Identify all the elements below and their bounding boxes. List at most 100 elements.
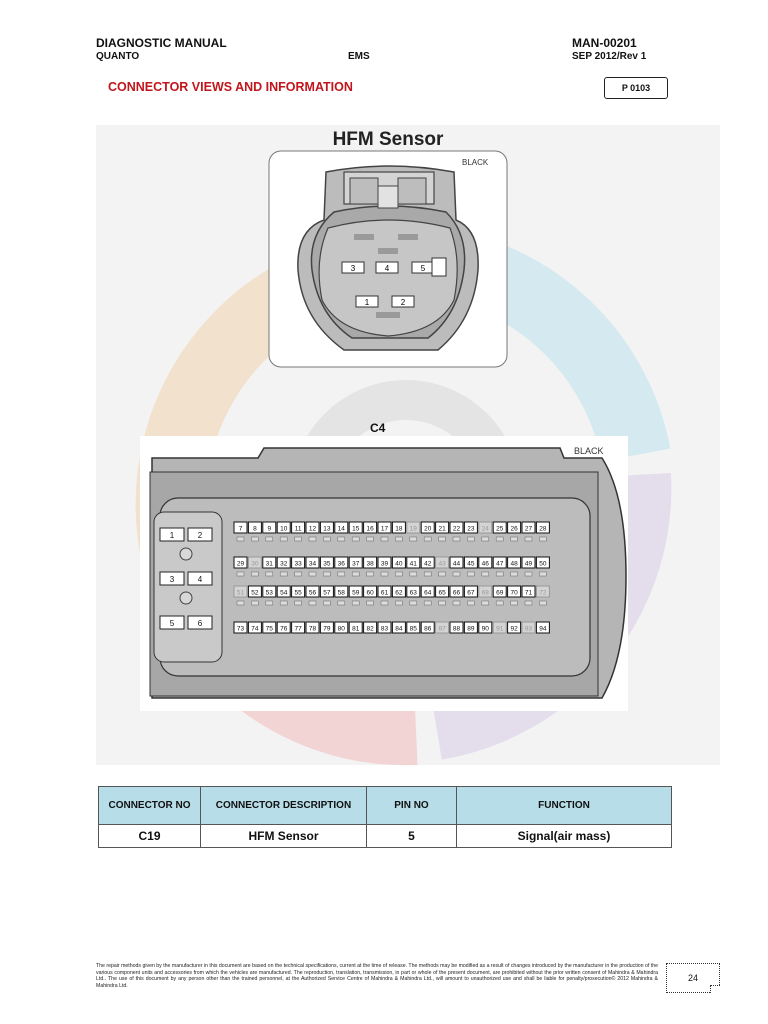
- svg-text:48: 48: [510, 561, 518, 568]
- c4-pin-40: 40: [391, 556, 406, 569]
- c4-pin-8: 8: [247, 521, 262, 534]
- svg-text:36: 36: [338, 561, 346, 568]
- c4-latch-slot: [366, 600, 374, 606]
- c4-latch-slot: [539, 571, 547, 577]
- svg-text:25: 25: [496, 526, 504, 533]
- c4-pin-90: 90: [478, 621, 493, 634]
- c4-pin-75: 75: [262, 621, 277, 634]
- c4-latch-slot: [294, 571, 302, 577]
- svg-text:15: 15: [352, 526, 360, 533]
- svg-text:90: 90: [482, 626, 490, 633]
- svg-text:76: 76: [280, 626, 288, 633]
- svg-text:20: 20: [424, 526, 432, 533]
- svg-text:62: 62: [395, 590, 403, 597]
- svg-text:38: 38: [366, 561, 374, 568]
- c4-pin-73: 73: [233, 621, 248, 634]
- c4-latch-slot: [380, 571, 389, 577]
- c4-pin-37: 37: [348, 556, 363, 569]
- c4-latch-slot: [380, 536, 389, 542]
- c4-latch-slot: [409, 600, 418, 606]
- c4-latch-slot: [323, 571, 331, 577]
- manual-title: DIAGNOSTIC MANUAL: [96, 36, 227, 50]
- c4-latch-slot: [452, 571, 461, 577]
- svg-text:40: 40: [395, 561, 403, 568]
- svg-text:71: 71: [525, 590, 533, 597]
- c4-pin-34: 34: [305, 556, 320, 569]
- c4-latch-slot: [337, 536, 346, 542]
- c4-pin-80: 80: [334, 621, 349, 634]
- hfm-pin-2-box: [391, 295, 415, 308]
- c4-pin-70: 70: [507, 585, 522, 598]
- c4-pin-19: 19: [406, 521, 421, 534]
- c4-pin-45: 45: [463, 556, 478, 569]
- svg-text:77: 77: [294, 626, 302, 633]
- c4-pin-94: 94: [535, 621, 550, 634]
- svg-text:91: 91: [496, 626, 504, 633]
- c4-pin-50: 50: [535, 556, 550, 569]
- svg-text:29: 29: [237, 561, 245, 568]
- svg-text:89: 89: [467, 626, 475, 633]
- c4-latch-slot: [236, 571, 245, 577]
- c4-latch-slot: [236, 600, 245, 606]
- c4-pin-35: 35: [319, 556, 334, 569]
- c4-pin-24: 24: [478, 521, 493, 534]
- c4-latch-slot: [279, 571, 288, 577]
- svg-text:37: 37: [352, 561, 360, 568]
- svg-text:94: 94: [539, 626, 547, 633]
- c4-latch-slot: [423, 536, 432, 542]
- svg-text:10: 10: [280, 526, 288, 533]
- svg-text:19: 19: [410, 526, 418, 533]
- svg-text:86: 86: [424, 626, 432, 633]
- c4-pin-23: 23: [463, 521, 478, 534]
- svg-text:59: 59: [352, 590, 360, 597]
- c4-pin-25: 25: [492, 521, 507, 534]
- c4-pin-21: 21: [435, 521, 450, 534]
- vehicle-model: QUANTO: [96, 51, 140, 62]
- cell-connector-no: C19: [98, 824, 201, 848]
- c4-pin-16: 16: [363, 521, 378, 534]
- svg-text:51: 51: [237, 590, 245, 597]
- c4-pin-44: 44: [449, 556, 464, 569]
- c4-pin-30: 30: [247, 556, 262, 569]
- svg-text:74: 74: [251, 626, 259, 633]
- c4-pin-15: 15: [348, 521, 363, 534]
- svg-text:52: 52: [251, 590, 259, 597]
- c4-pin-77: 77: [291, 621, 306, 634]
- c4-pin-93: 93: [521, 621, 536, 634]
- page-number: 24: [687, 973, 698, 983]
- c4-latch-slot: [366, 536, 374, 542]
- svg-text:1: 1: [170, 531, 175, 540]
- hfm-pin-1-box: [355, 295, 379, 308]
- c4-pin-33: 33: [291, 556, 306, 569]
- svg-text:43: 43: [438, 561, 446, 568]
- svg-text:75: 75: [266, 626, 274, 633]
- c4-latch-slot: [351, 536, 360, 542]
- c4-latch-slot: [294, 600, 302, 606]
- svg-text:14: 14: [338, 526, 346, 533]
- svg-text:61: 61: [381, 590, 389, 597]
- c4-pin-20: 20: [420, 521, 435, 534]
- c4-latch-slot: [251, 536, 259, 542]
- c4-pin-28: 28: [535, 521, 550, 534]
- c4-latch-slot: [308, 536, 317, 542]
- svg-text:56: 56: [309, 590, 317, 597]
- svg-text:21: 21: [438, 526, 446, 533]
- svg-text:42: 42: [424, 561, 432, 568]
- c4-pin-83: 83: [377, 621, 392, 634]
- svg-text:24: 24: [482, 526, 490, 533]
- header-function: FUNCTION: [456, 786, 672, 825]
- c4-latch-slot: [495, 571, 504, 577]
- svg-text:83: 83: [381, 626, 389, 633]
- c4-latch-slot: [438, 536, 446, 542]
- svg-text:66: 66: [453, 590, 461, 597]
- c4-latch-slot: [308, 571, 317, 577]
- hfm-color-label: BLACK: [462, 158, 489, 167]
- c4-latch-slot: [308, 600, 317, 606]
- svg-text:34: 34: [309, 561, 317, 568]
- c4-latch-slot: [395, 600, 403, 606]
- svg-text:39: 39: [381, 561, 389, 568]
- svg-text:87: 87: [438, 626, 446, 633]
- svg-text:47: 47: [496, 561, 504, 568]
